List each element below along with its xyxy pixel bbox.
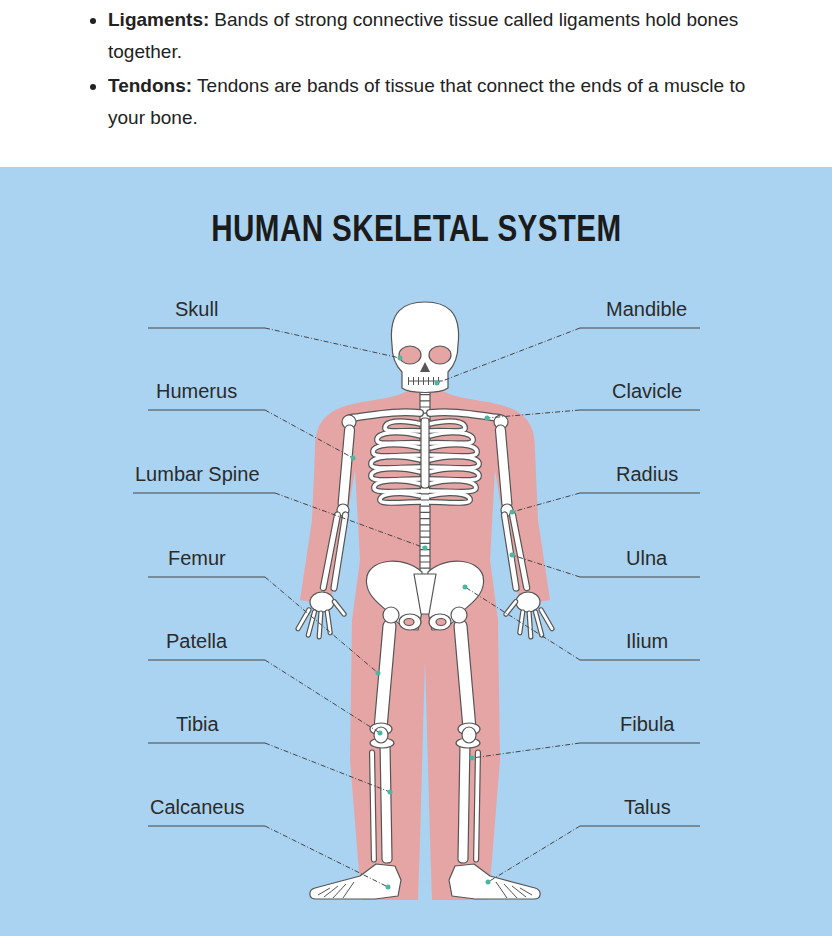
bone-label: Ilium xyxy=(626,629,668,653)
label-slot: Mandible xyxy=(606,297,687,321)
title-wrap: HUMAN SKELETAL SYSTEM xyxy=(0,208,832,250)
bone-label: Humerus xyxy=(156,379,237,403)
bullet-item: Ligaments:Bands of strong connective tis… xyxy=(108,4,780,68)
bone-label: Ulna xyxy=(626,546,667,570)
bone-label: Tibia xyxy=(176,712,219,736)
bone-label: Fibula xyxy=(620,712,674,736)
label-slot: Radius xyxy=(616,462,678,486)
bone-label: Mandible xyxy=(606,297,687,321)
bullet-heading: Tendons: xyxy=(108,75,192,96)
bullet-list: Ligaments:Bands of strong connective tis… xyxy=(0,4,780,136)
label-slot: Ilium xyxy=(626,629,668,653)
diagram-title: HUMAN SKELETAL SYSTEM xyxy=(211,208,621,250)
label-slot: Femur xyxy=(168,546,226,570)
bullet-text: Tendons are bands of tissue that connect… xyxy=(108,75,745,128)
bullet-heading: Ligaments: xyxy=(108,9,209,30)
bone-label: Lumbar Spine xyxy=(135,462,260,486)
bone-label: Clavicle xyxy=(612,379,682,403)
label-slot: Calcaneus xyxy=(150,795,245,819)
bullet-item: Tendons:Tendons are bands of tissue that… xyxy=(108,70,780,134)
bone-label: Radius xyxy=(616,462,678,486)
leader-lines xyxy=(133,328,700,887)
body-silhouette xyxy=(300,392,550,900)
bone-label: Skull xyxy=(175,297,218,321)
bone-label: Talus xyxy=(624,795,671,819)
label-slot: Clavicle xyxy=(612,379,682,403)
label-slot: Fibula xyxy=(620,712,674,736)
leader-dots xyxy=(351,356,515,890)
bone-label: Patella xyxy=(166,629,227,653)
label-slot: Tibia xyxy=(176,712,219,736)
label-slot: Humerus xyxy=(156,379,237,403)
label-slot: Patella xyxy=(166,629,227,653)
label-slot: Skull xyxy=(175,297,218,321)
bone-label: Calcaneus xyxy=(150,795,245,819)
label-slot: Lumbar Spine xyxy=(135,462,260,486)
label-slot: Talus xyxy=(624,795,671,819)
label-slot: Ulna xyxy=(626,546,667,570)
bones xyxy=(295,302,554,899)
bone-label: Femur xyxy=(168,546,226,570)
